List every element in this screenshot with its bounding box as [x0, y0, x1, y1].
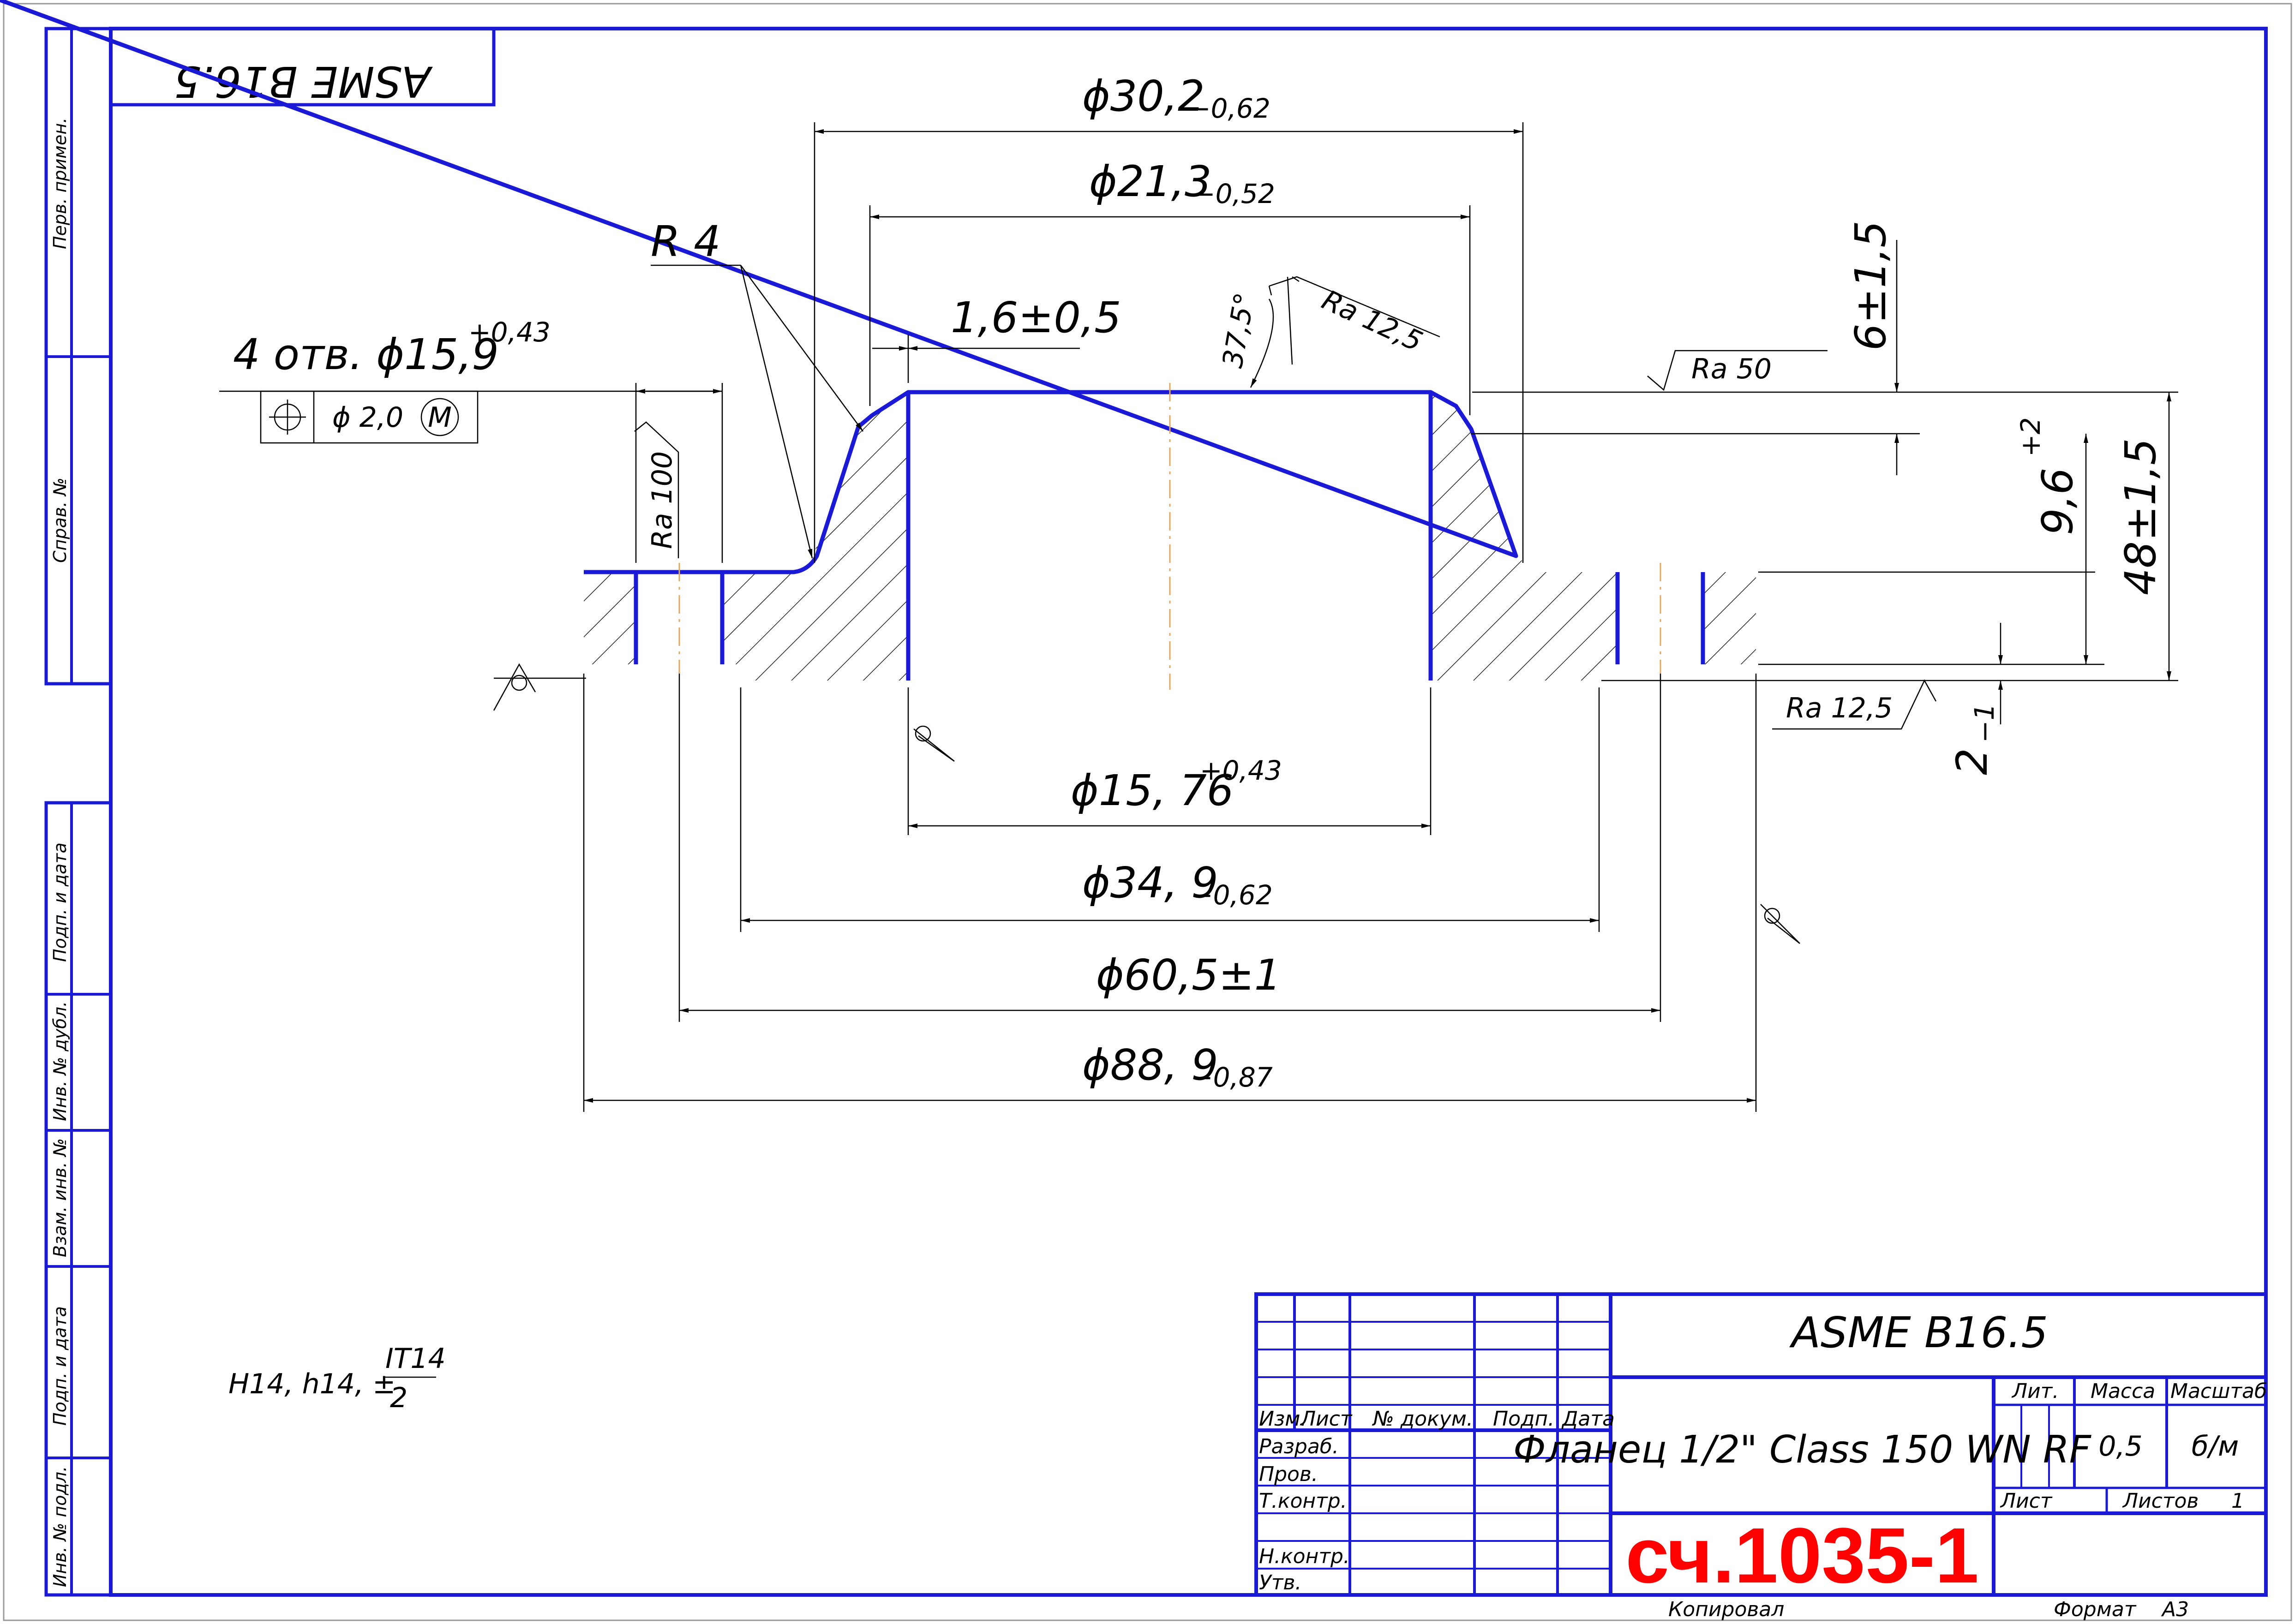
side-label-inv-podl: Инв. № подл.	[50, 1466, 70, 1587]
footer-format-value: А3	[2161, 1598, 2189, 1621]
flange-hatch-left-rim	[584, 572, 636, 664]
tb-header-podp: Подп.	[1493, 1407, 1554, 1431]
dim-d21-base: ϕ21,3	[1089, 157, 1212, 206]
dim-h96-tol: +2	[2015, 418, 2046, 457]
title-block: ASME B16.5 Фланец 1/2" Class 150 WN RF И…	[1254, 1292, 2268, 1600]
dim-h48: 48±1,5	[2116, 438, 2165, 595]
dim-ra50: Ra 50	[1691, 353, 1772, 385]
dim-h96-base: 9,6	[2033, 468, 2082, 535]
footer-format-label: Формат	[2054, 1598, 2137, 1621]
note-prefix: H14, h14, ±	[228, 1368, 395, 1400]
tb-massa-label: Масса	[2091, 1379, 2155, 1403]
side-label-sprav-no: Справ. №	[50, 478, 70, 563]
side-label-podp-data-2: Подп. и дата	[50, 1306, 70, 1426]
tb-role-nkontr: Н.контр.	[1259, 1545, 1350, 1568]
tb-header-data: Дата	[1561, 1407, 1615, 1431]
dim-angle: 37,5°	[1216, 290, 1261, 370]
title-part-name: Фланец 1/2" Class 150 WN RF	[1513, 1428, 2092, 1472]
title-standard: ASME B16.5	[1789, 1308, 2048, 1357]
dim-ra100: Ra 100	[646, 451, 678, 549]
tb-masshtab-label: Масштаб	[2170, 1379, 2267, 1403]
dimension-texts: ϕ30,2 −0,62 ϕ21,3 −0,52 R 4 1,6±0,5 37,5…	[233, 72, 2165, 1093]
flange-outline	[0, 0, 1518, 574]
tb-header-list: Лист	[1300, 1407, 1353, 1431]
tb-role-prov: Пров.	[1259, 1463, 1318, 1486]
tb-stamp: сч.1035-1	[1625, 1512, 1978, 1600]
dim-d349-base: ϕ34, 9	[1082, 858, 1218, 908]
tb-role-razrab: Разраб.	[1259, 1435, 1339, 1458]
tb-role-utv: Утв.	[1259, 1571, 1301, 1594]
flange-section	[0, 0, 1756, 690]
dim-h2-tol: −1	[1969, 704, 2000, 743]
dim-ra125-right: Ra 12,5	[1786, 692, 1893, 724]
dimension-lines	[219, 122, 2178, 1112]
position-tolerance-value: ϕ 2,0	[332, 401, 403, 434]
tb-list-label: Лист	[2000, 1489, 2053, 1513]
tb-header-doc: № докум.	[1372, 1407, 1473, 1431]
tb-lit-label: Лит.	[2011, 1379, 2059, 1403]
tb-massa-value: 0,5	[2098, 1430, 2142, 1463]
tolerance-note: H14, h14, ± IT14 2	[228, 1343, 446, 1414]
footer-kopiroval: Копировал	[1668, 1598, 1784, 1621]
tb-masshtab-value: б/м	[2192, 1430, 2239, 1463]
side-strip: Перв. примен. Справ. № Подп. и дата Инв.…	[44, 27, 113, 1597]
dim-d1576-tol: +0,43	[1200, 755, 1282, 786]
top-stamp-text: ASME B16.5	[174, 57, 433, 106]
note-numerator: IT14	[385, 1343, 446, 1375]
dim-ra125-top: Ra 12,5	[1317, 284, 1427, 358]
dim-r4: R 4	[651, 217, 721, 266]
dim-d21-tol: −0,52	[1193, 178, 1275, 209]
tb-listov-value: 1	[2231, 1489, 2244, 1513]
position-tolerance-frame	[260, 390, 479, 444]
dim-t16: 1,6±0,5	[951, 293, 1121, 342]
flange-hatch-right-rim	[1703, 572, 1756, 664]
dim-holes-tol: +0,43	[468, 316, 551, 348]
note-denominator: 2	[390, 1382, 407, 1414]
tb-header-izm: Изм.	[1259, 1407, 1307, 1431]
dim-d30-tol: −0,62	[1188, 93, 1270, 124]
side-label-inv-dubl: Инв. № дубл.	[50, 1001, 70, 1121]
dim-d30-base: ϕ30,2	[1082, 72, 1205, 121]
dim-h2-base: 2	[1947, 748, 1997, 775]
dim-d605: ϕ60,5±1	[1096, 950, 1281, 1000]
dim-d349-tol: −0,62	[1191, 879, 1273, 911]
sheet-outer-border	[3, 3, 2292, 1621]
side-label-podp-data-1: Подп. и дата	[50, 842, 70, 962]
flange-hatch-left-body	[722, 392, 908, 681]
position-tolerance-modifier: M	[428, 401, 452, 434]
dim-d889-tol: −0,87	[1191, 1062, 1273, 1093]
dim-holes-base: 4 отв. ϕ15,9	[233, 330, 499, 379]
dim-d1576-base: ϕ15, 76	[1071, 766, 1234, 815]
flange-hatch-right-body	[1431, 392, 1618, 681]
side-label-perv-primen: Перв. примен.	[50, 118, 70, 249]
dim-d889-base: ϕ88, 9	[1082, 1040, 1218, 1090]
top-stamp: ASME B16.5	[109, 27, 496, 107]
tb-listov-label: Листов	[2122, 1489, 2199, 1513]
side-label-vzam-inv: Взам. инв. №	[50, 1138, 70, 1257]
tb-role-tkontr: Т.контр.	[1259, 1489, 1347, 1513]
dim-h6: 6±1,5	[1846, 221, 1895, 351]
